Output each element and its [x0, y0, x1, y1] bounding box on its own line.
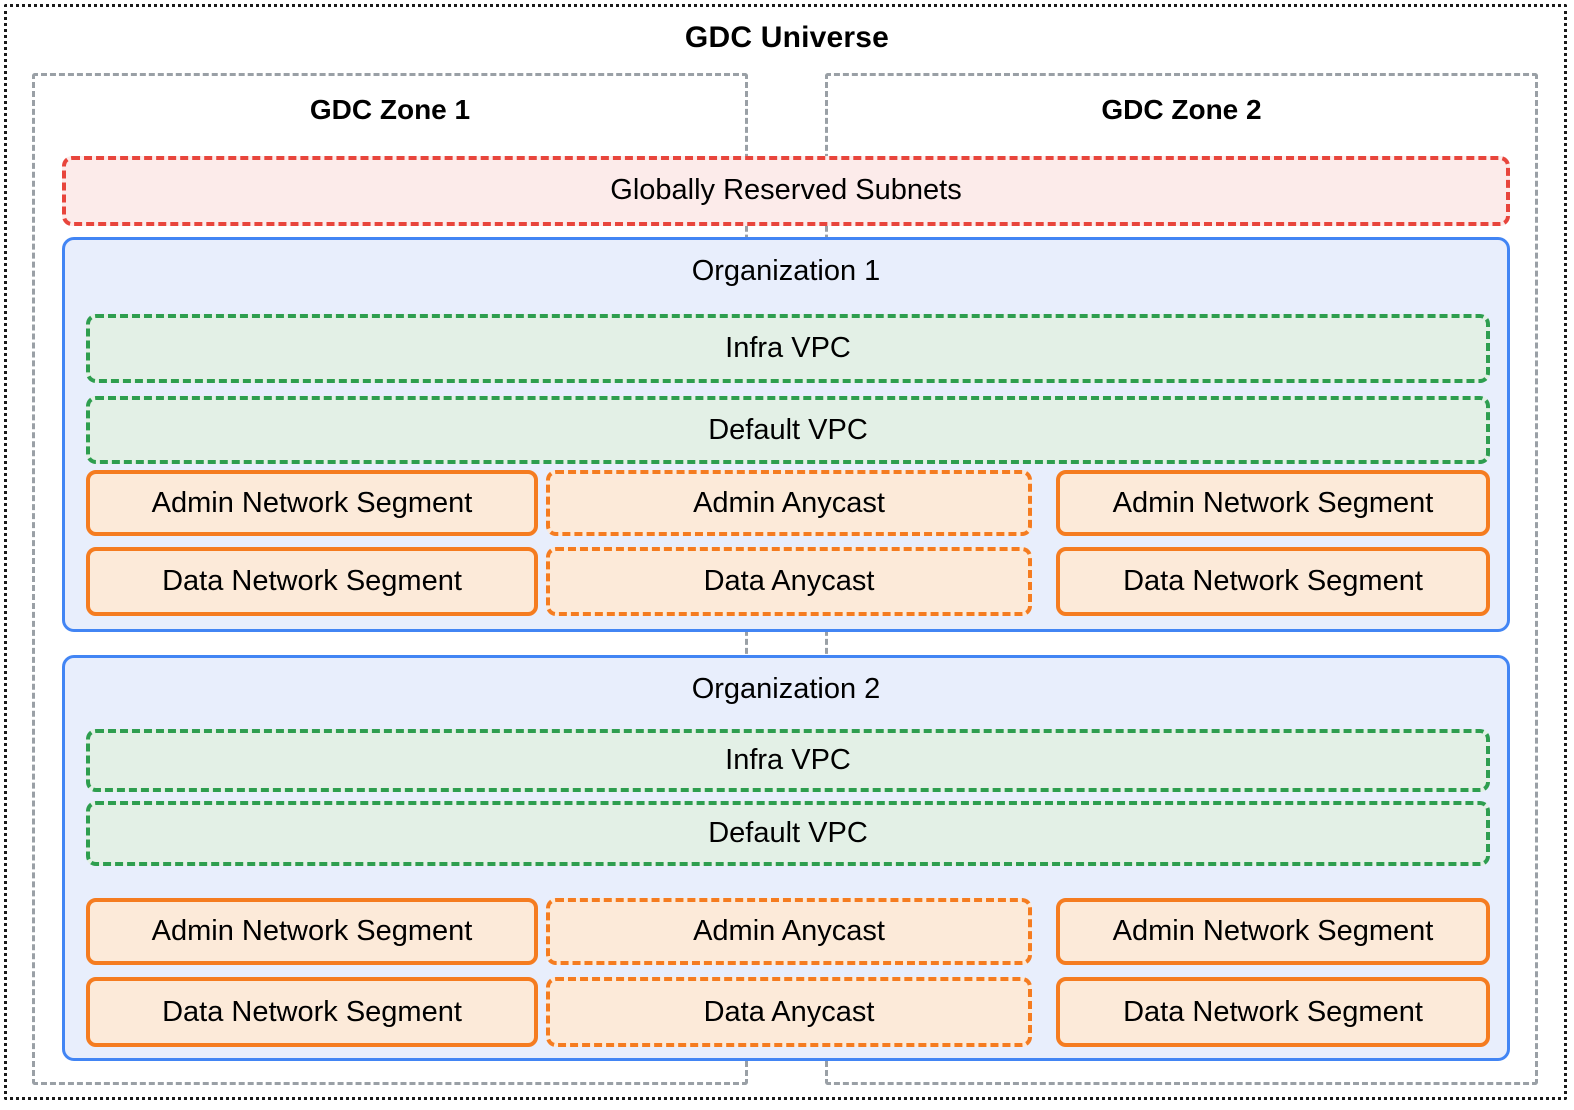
org-1-data-anycast: Data Anycast: [546, 547, 1032, 616]
org-1-zone-2-data-network-segment: Data Network Segment: [1056, 547, 1490, 616]
org-2-infra-vpc-box: Infra VPC: [86, 729, 1490, 792]
organization-1-label: Organization 1: [691, 255, 881, 287]
org-2-zone-1-admin-network-segment: Admin Network Segment: [86, 898, 538, 965]
org-2-zone-2-admin-network-segment: Admin Network Segment: [1056, 898, 1490, 965]
org-1-zone-1-admin-network-segment: Admin Network Segment: [86, 470, 538, 536]
org-2-default-vpc-box: Default VPC: [86, 801, 1490, 866]
org-1-infra-vpc-box: Infra VPC: [86, 314, 1490, 383]
gdc-zone-2-label: GDC Zone 2: [1101, 94, 1262, 125]
globally-reserved-subnets-box: Globally Reserved Subnets: [62, 156, 1510, 226]
org-2-admin-anycast: Admin Anycast: [546, 898, 1032, 965]
gdc-zone-1-label: GDC Zone 1: [309, 94, 471, 125]
organization-2-label: Organization 2: [691, 673, 881, 705]
org-2-data-anycast: Data Anycast: [546, 977, 1032, 1047]
org-1-zone-1-data-network-segment: Data Network Segment: [86, 547, 538, 616]
org-2-zone-1-data-network-segment: Data Network Segment: [86, 977, 538, 1047]
org-2-zone-2-data-network-segment: Data Network Segment: [1056, 977, 1490, 1047]
gdc-universe-frame: [4, 4, 1567, 1100]
organization-2-box: Organization 2 Infra VPC Default VPC Adm…: [62, 655, 1510, 1061]
org-1-zone-2-admin-network-segment: Admin Network Segment: [1056, 470, 1490, 536]
org-1-admin-anycast: Admin Anycast: [546, 470, 1032, 536]
page-title: GDC Universe: [684, 21, 890, 54]
organization-1-box: Organization 1 Infra VPC Default VPC Adm…: [62, 237, 1510, 632]
org-1-default-vpc-box: Default VPC: [86, 396, 1490, 464]
